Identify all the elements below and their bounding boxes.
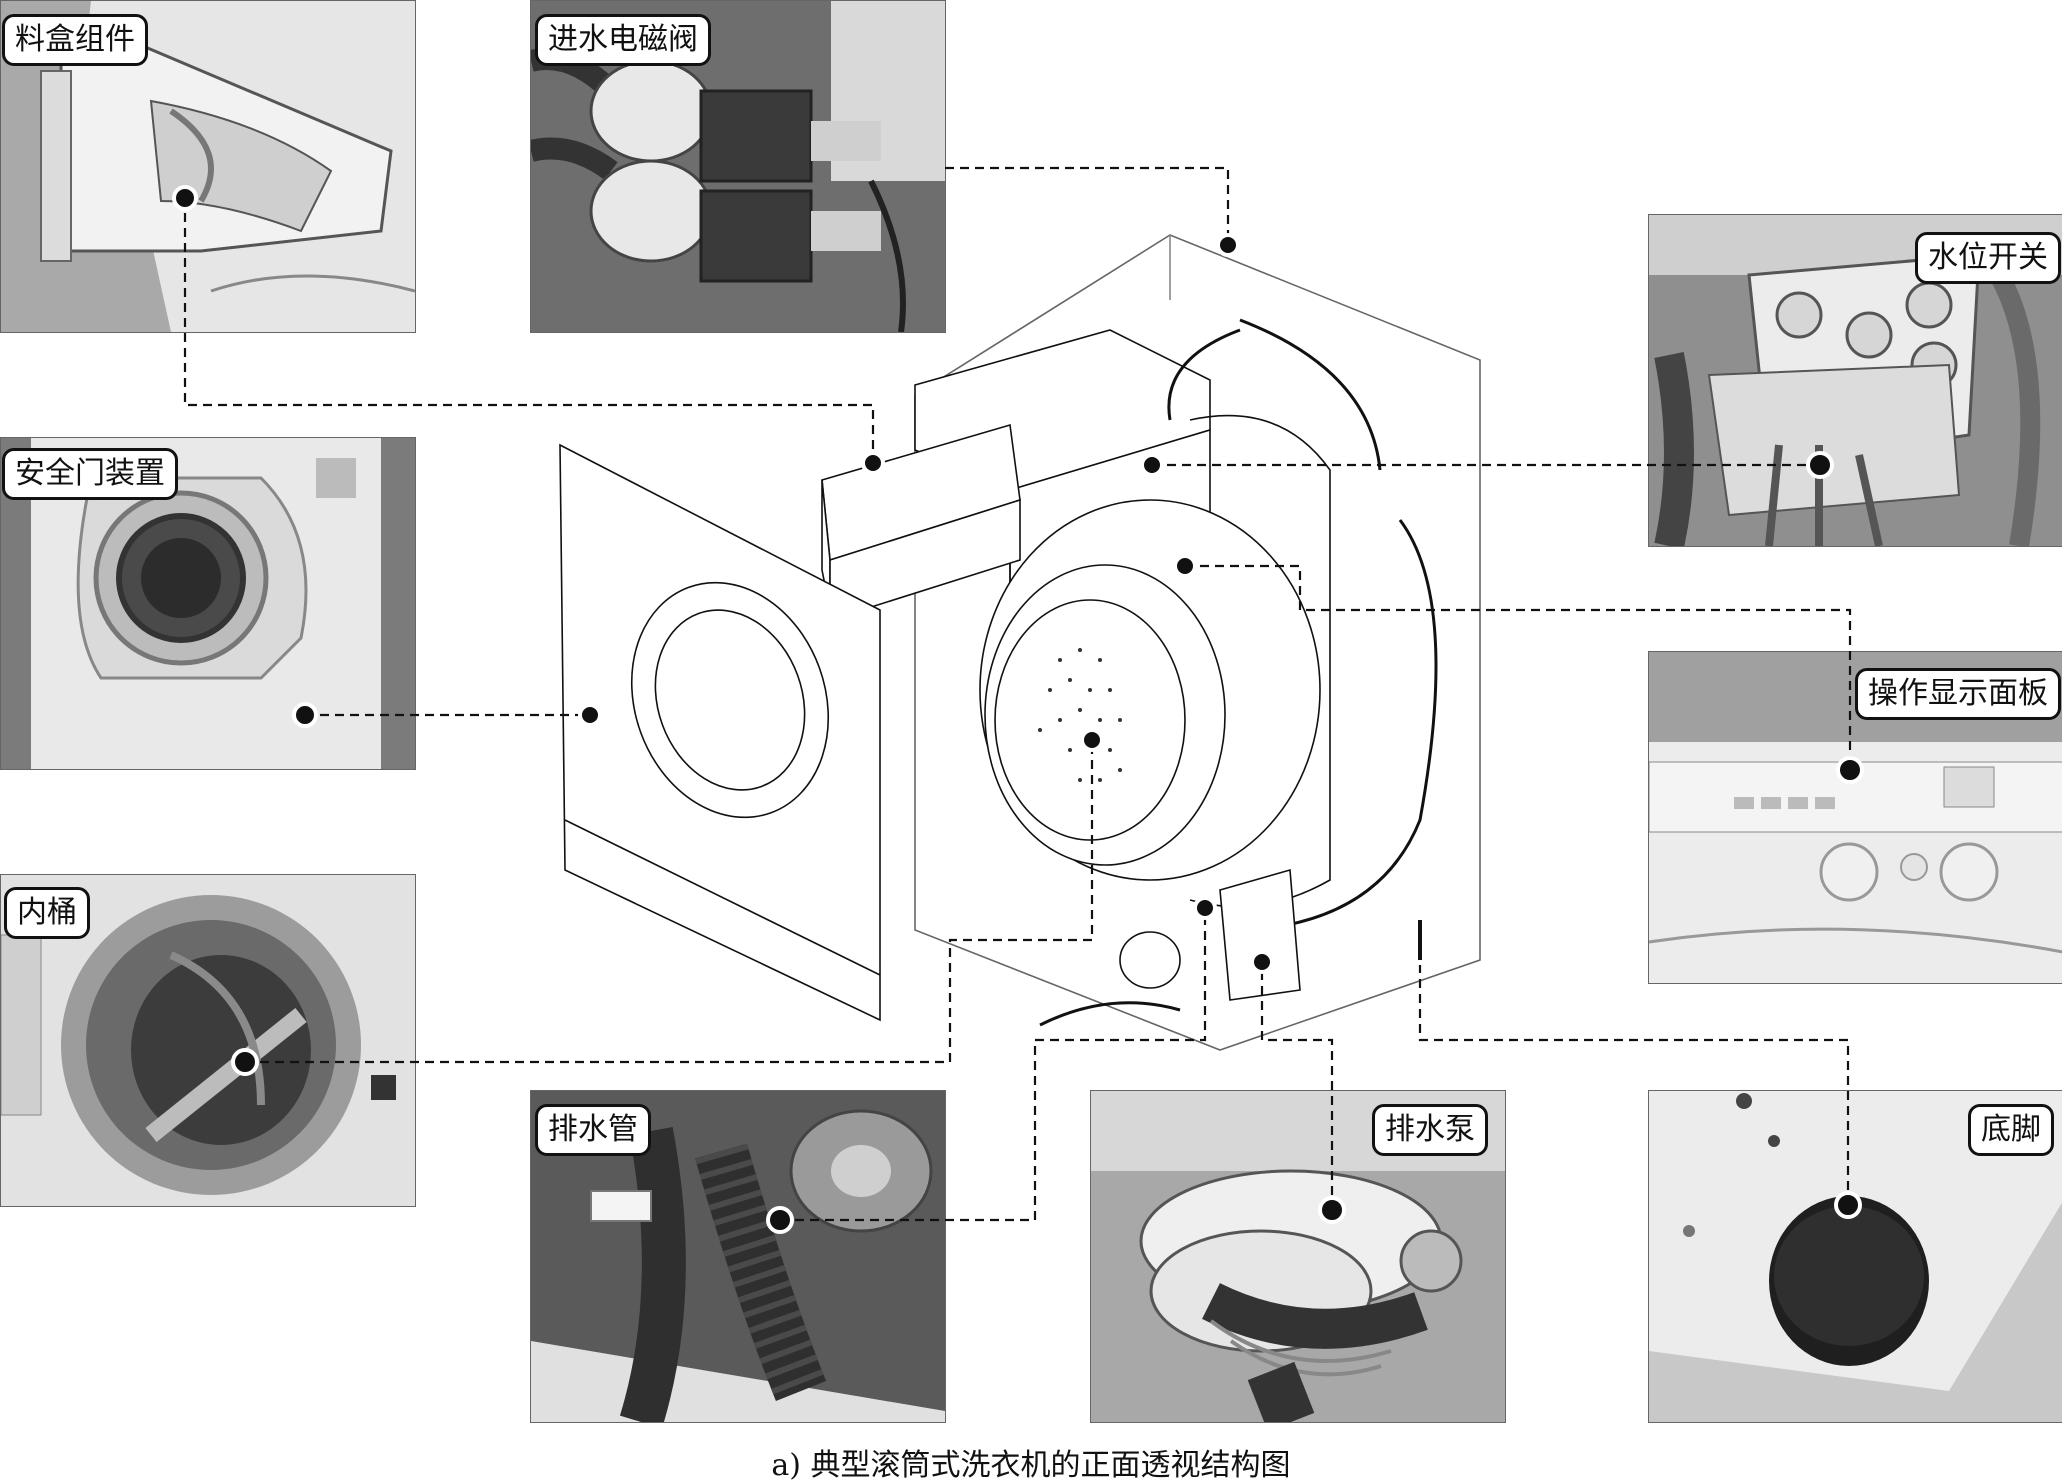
- dot-inner-drum-drawing: [1080, 728, 1104, 752]
- dot-detergent-box-drawing: [861, 451, 885, 475]
- label-inlet-valve: 进水电磁阀: [535, 14, 711, 66]
- dot-drain-hose-drawing: [1193, 896, 1217, 920]
- dot-door-safety-photo: [292, 702, 318, 728]
- dot-water-level-drawing: [1140, 453, 1164, 477]
- dot-drain-pump-photo: [1318, 1196, 1346, 1224]
- label-inner-drum: 内桶: [4, 887, 90, 939]
- dot-control-panel-photo: [1836, 756, 1864, 784]
- dot-inlet-valve-drawing: [1216, 233, 1240, 257]
- label-foot: 底脚: [1968, 1104, 2054, 1156]
- label-detergent-box: 料盒组件: [2, 14, 148, 66]
- leader-control-panel: [1185, 564, 1852, 770]
- leader-inner-drum: [245, 740, 1094, 1064]
- dot-foot-photo: [1834, 1191, 1862, 1219]
- photo-inlet-valve: [530, 0, 946, 333]
- label-drain-hose: 排水管: [535, 1104, 651, 1156]
- figure-caption: a) 典型滚筒式洗衣机的正面透视结构图: [771, 1448, 1291, 1483]
- leader-detergent-box: [183, 198, 875, 463]
- label-door-safety: 安全门装置: [2, 448, 178, 500]
- dot-drain-pump-drawing: [1250, 950, 1274, 974]
- dot-water-level-photo: [1806, 451, 1834, 479]
- label-control-panel: 操作显示面板: [1855, 668, 2061, 720]
- dot-door-safety-drawing: [578, 703, 602, 727]
- photo-inner-drum: [0, 874, 416, 1207]
- dot-detergent-box-photo: [172, 185, 198, 211]
- leader-drain-pump: [1260, 962, 1334, 1210]
- leader-drain-hose: [780, 908, 1207, 1222]
- leader-inlet-valve: [945, 166, 1230, 245]
- dot-control-panel-drawing: [1173, 554, 1197, 578]
- leader-foot: [1418, 965, 1850, 1205]
- dot-drain-hose-photo: [766, 1206, 794, 1234]
- label-drain-pump: 排水泵: [1372, 1104, 1488, 1156]
- dot-inner-drum-photo: [231, 1048, 259, 1076]
- label-water-level-switch: 水位开关: [1915, 232, 2061, 284]
